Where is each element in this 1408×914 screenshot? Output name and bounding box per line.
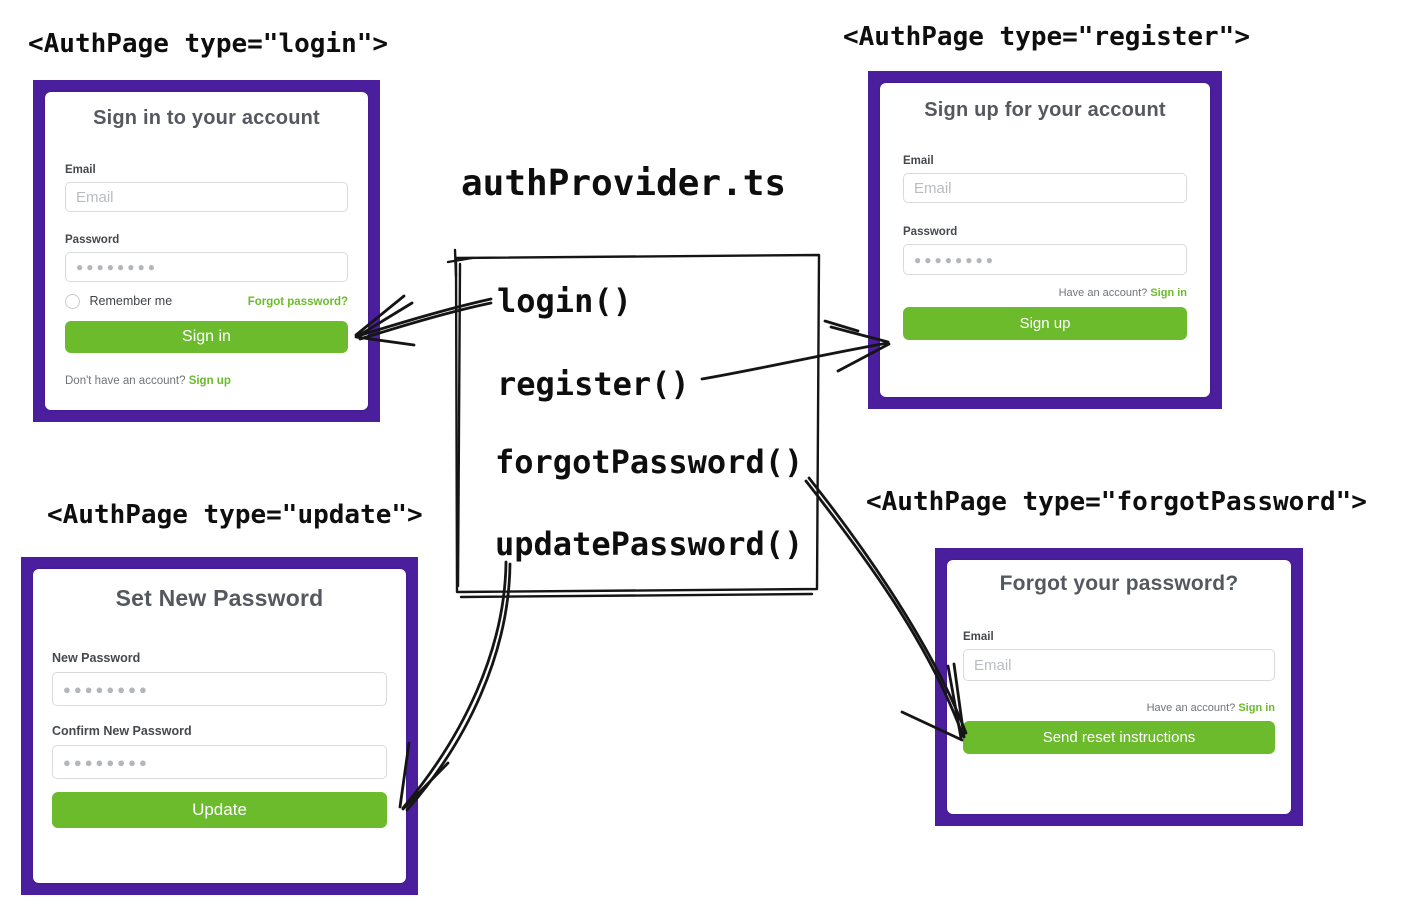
function-register: register() xyxy=(497,365,690,403)
login-email-label: Email xyxy=(65,164,96,176)
login-options-row: Remember me Forgot password? xyxy=(65,294,348,310)
register-password-input[interactable] xyxy=(903,244,1187,275)
function-login: login() xyxy=(497,282,632,320)
forgot-password-link[interactable]: Forgot password? xyxy=(247,295,348,308)
remember-me-label: Remember me xyxy=(89,294,173,308)
register-card-frame: Sign up for your account Email Password … xyxy=(868,71,1222,409)
forgot-heading: Forgot your password? xyxy=(999,572,1239,595)
login-password-input[interactable] xyxy=(65,252,348,282)
sign-up-link[interactable]: Sign up xyxy=(188,375,231,388)
login-footer: Don't have an account? Sign up xyxy=(65,375,348,387)
update-heading: Set New Password xyxy=(115,585,324,611)
login-card-frame: Sign in to your account Email Password R… xyxy=(33,80,380,422)
forgot-helper: Have an account? Sign in xyxy=(963,702,1275,714)
login-password-label: Password xyxy=(65,234,120,246)
login-card: Sign in to your account Email Password R… xyxy=(45,92,368,410)
login-footer-text: Don't have an account? xyxy=(65,375,186,388)
authpage-login-tag: <AuthPage type="login"> xyxy=(28,29,389,59)
auth-provider-filename: authProvider.ts xyxy=(461,163,787,204)
sign-up-button[interactable]: Sign up xyxy=(903,307,1187,340)
register-heading: Sign up for your account xyxy=(924,99,1166,121)
update-button[interactable]: Update xyxy=(52,792,387,828)
function-forgot-password: forgotPassword() xyxy=(495,443,804,481)
register-helper: Have an account? Sign in xyxy=(903,287,1187,299)
forgot-sign-in-link[interactable]: Sign in xyxy=(1238,702,1275,714)
update-card-frame: Set New Password New Password Confirm Ne… xyxy=(21,557,418,895)
function-update-password: updatePassword() xyxy=(495,525,804,563)
register-email-label: Email xyxy=(903,155,934,167)
send-reset-instructions-button[interactable]: Send reset instructions xyxy=(963,721,1275,754)
authpage-register-tag: <AuthPage type="register"> xyxy=(843,22,1250,52)
confirm-new-password-label: Confirm New Password xyxy=(52,724,192,738)
register-email-input[interactable] xyxy=(903,173,1187,203)
forgot-card: Forgot your password? Email Have an acco… xyxy=(947,560,1291,814)
arrow-register-icon xyxy=(700,319,891,381)
new-password-input[interactable] xyxy=(52,672,387,706)
new-password-label: New Password xyxy=(52,651,141,665)
sign-in-button[interactable]: Sign in xyxy=(65,321,348,354)
login-email-input[interactable] xyxy=(65,182,348,212)
register-sign-in-link[interactable]: Sign in xyxy=(1150,287,1187,299)
authpage-forgot-password-tag: <AuthPage type="forgotPassword"> xyxy=(866,487,1367,517)
update-card: Set New Password New Password Confirm Ne… xyxy=(33,569,406,883)
confirm-new-password-input[interactable] xyxy=(52,745,387,779)
authpage-update-tag: <AuthPage type="update"> xyxy=(47,500,423,530)
remember-me-group: Remember me xyxy=(65,294,173,310)
login-heading: Sign in to your account xyxy=(93,107,320,129)
register-card: Sign up for your account Email Password … xyxy=(880,83,1210,397)
register-helper-text: Have an account? xyxy=(1058,287,1148,299)
forgot-email-input[interactable] xyxy=(963,649,1275,681)
register-password-label: Password xyxy=(903,226,958,238)
forgot-helper-text: Have an account? xyxy=(1146,702,1236,714)
remember-me-checkbox[interactable] xyxy=(65,294,80,310)
forgot-email-label: Email xyxy=(963,631,994,643)
forgot-card-frame: Forgot your password? Email Have an acco… xyxy=(935,548,1303,826)
